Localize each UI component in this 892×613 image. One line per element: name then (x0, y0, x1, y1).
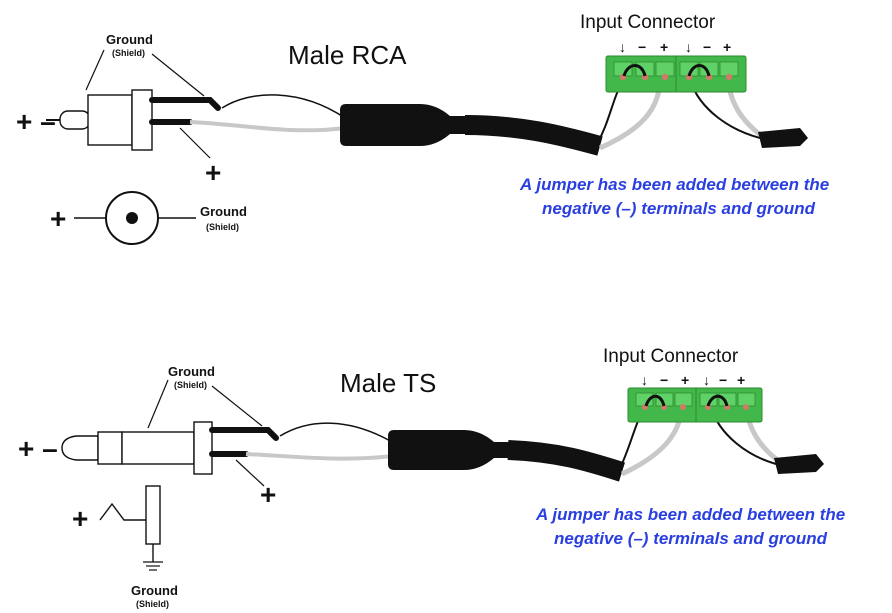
rca-term-1: ↓ (619, 39, 626, 55)
ts-term-2: − (660, 372, 668, 388)
ts-center-leader (235, 459, 265, 487)
rca-section: Male RCA Ground (Shield) + – + Input (16, 12, 829, 245)
rca-tip-polarity: + – (16, 106, 56, 137)
ts-shield-wire (209, 427, 279, 441)
rca-note-line2: negative (–) terminals and ground (542, 199, 816, 218)
rca-cable-boot (340, 104, 470, 146)
rca-symbol: + Ground (Shield) (50, 191, 247, 245)
ts-cable-boot (388, 430, 512, 470)
ts-connector-label: Input Connector (603, 346, 739, 367)
rca-shield-label: (Shield) (112, 48, 145, 58)
ts-terminal-marks: ↓ − + ↓ − + (641, 372, 745, 388)
ts-ground-leader-left (147, 379, 169, 429)
ts-tip-polarity: + – (18, 433, 58, 464)
ts-term-6: + (737, 372, 745, 388)
ts-term-5: − (719, 372, 727, 388)
ts-section: Male TS Ground (Shield) + – + Input Conn… (18, 346, 845, 609)
rca-center-leader (179, 127, 211, 159)
ts-cable (507, 440, 625, 482)
ts-note-line2: negative (–) terminals and ground (554, 529, 828, 548)
ts-center-polarity: + (260, 479, 276, 510)
ts-jumper-2 (706, 394, 729, 407)
ts-input-connector (627, 387, 763, 423)
ts-jumper-1 (644, 394, 666, 407)
rca-cable-end (758, 128, 808, 148)
rca-symbol-ground: Ground (200, 204, 247, 219)
rca-ground-leader-right (151, 53, 205, 97)
rca-symbol-plus: + (50, 203, 66, 234)
rca-plug (46, 89, 153, 151)
ts-term-4: ↓ (703, 372, 710, 388)
ts-plug (61, 421, 213, 475)
ts-cable-end (774, 454, 824, 474)
rca-term-4: ↓ (685, 39, 692, 55)
ts-ground-leader-right (211, 385, 263, 427)
rca-term-2: − (638, 39, 646, 55)
ts-symbol: + Ground (Shield) (72, 485, 178, 609)
ts-symbol-shield: (Shield) (136, 599, 169, 609)
rca-jumper-2 (687, 64, 711, 77)
ts-center-wire-grey (245, 452, 393, 461)
ts-shield-label: (Shield) (174, 380, 207, 390)
rca-ground-label: Ground (106, 32, 153, 47)
rca-symbol-shield: (Shield) (206, 222, 239, 232)
ts-shield-strand (279, 422, 393, 443)
ts-note-line1: A jumper has been added between the (535, 505, 845, 524)
rca-connector-label: Input Connector (580, 12, 716, 33)
rca-title: Male RCA (288, 40, 407, 70)
rca-terminal-marks: ↓ − + ↓ − + (619, 39, 731, 55)
ts-title: Male TS (340, 368, 436, 398)
rca-cable (464, 115, 603, 156)
ts-term-3: + (681, 372, 689, 388)
rca-jumper-1 (622, 64, 647, 77)
rca-ground-leader-left (85, 49, 105, 91)
ts-term-1: ↓ (641, 372, 648, 388)
rca-note-line1: A jumper has been added between the (519, 175, 829, 194)
rca-input-connector (605, 55, 747, 93)
rca-shield-wire (149, 97, 221, 111)
rca-term-5: − (703, 39, 711, 55)
rca-term-6: + (723, 39, 731, 55)
ts-symbol-ground: Ground (131, 583, 178, 598)
rca-term-3: + (660, 39, 668, 55)
ts-symbol-plus: + (72, 503, 88, 534)
ts-ground-label: Ground (168, 364, 215, 379)
rca-shield-strand (221, 94, 346, 119)
rca-center-wire-grey (189, 120, 346, 133)
rca-center-polarity: + (205, 157, 221, 188)
